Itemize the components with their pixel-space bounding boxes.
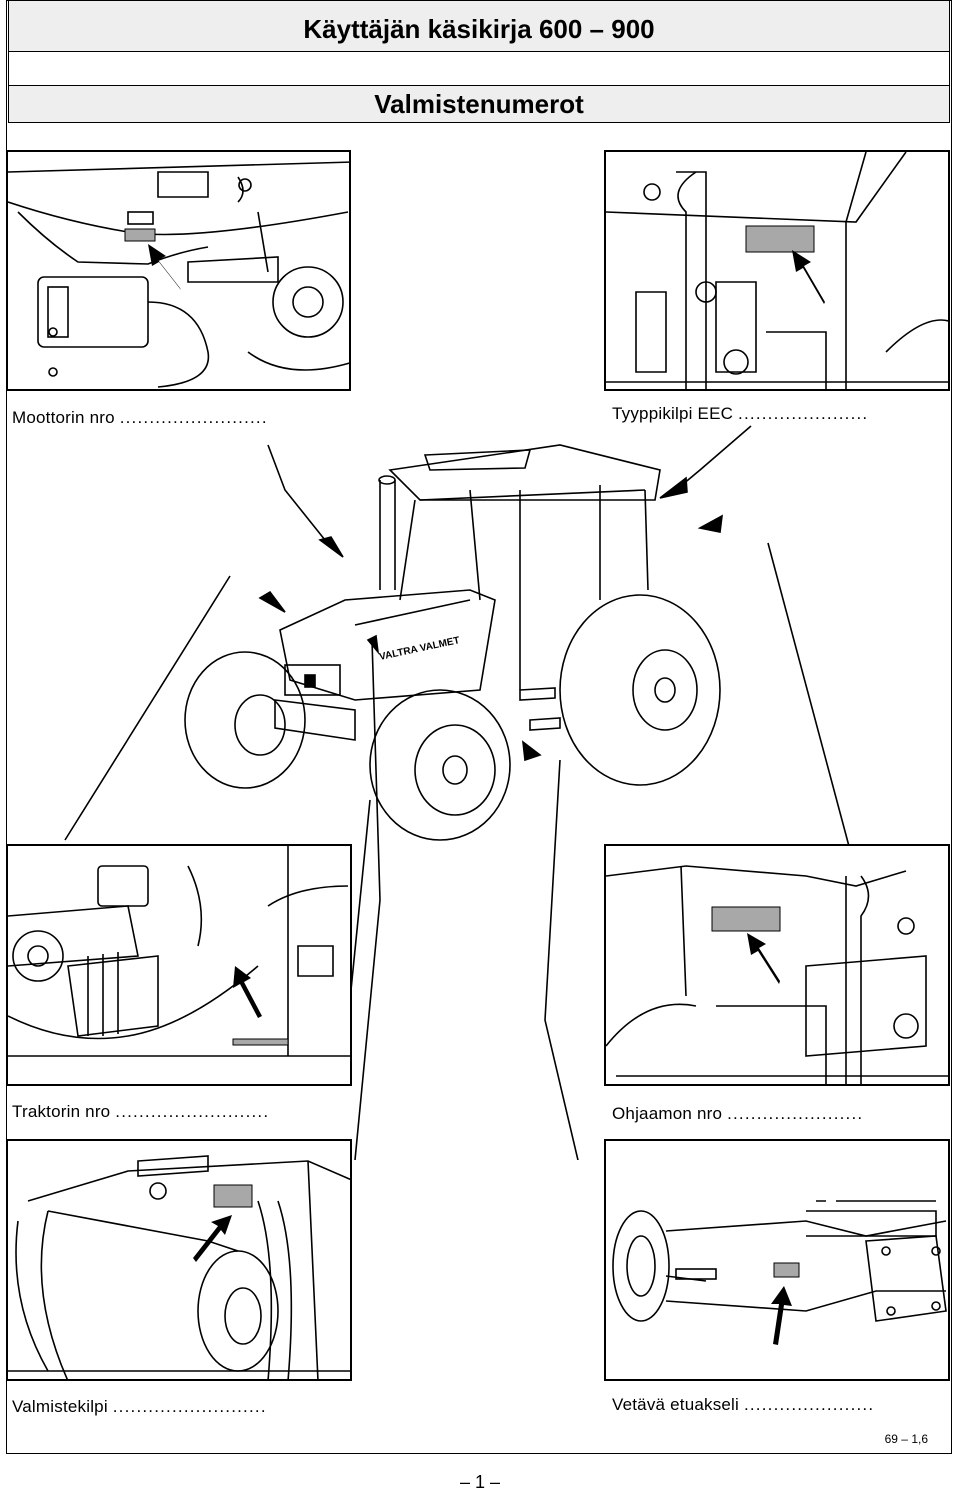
section-title: Valmistenumerot [8,85,950,123]
tractor-number-image [6,844,352,1086]
front-axle-image [604,1139,950,1381]
front-axle-label: Vetävä etuakseli ...................... [612,1395,875,1414]
manufacturer-plate-image [6,1139,352,1381]
manufacturer-plate-label: Valmistekilpi .......................... [12,1397,267,1416]
header-spacer [8,52,950,85]
cab-number-image [604,844,950,1086]
tractor-illustration: VALTRA VALMET [64,425,851,1160]
page-reference: 69 – 1,6 [884,1432,928,1446]
engine-number-image [6,150,351,391]
svg-text:VALTRA VALMET: VALTRA VALMET [378,635,460,663]
type-plate-label: Tyyppikilpi EEC ...................... [612,404,869,423]
page-number: – 1 – [459,1472,501,1492]
page-title: Käyttäjän käsikirja 600 – 900 [8,0,950,52]
cab-number-label: Ohjaamon nro ....................... [612,1104,864,1123]
tractor-number-label: Traktorin nro .......................... [12,1102,270,1121]
type-plate-image [604,150,950,391]
engine-number-label: Moottorin nro ......................... [12,408,268,427]
